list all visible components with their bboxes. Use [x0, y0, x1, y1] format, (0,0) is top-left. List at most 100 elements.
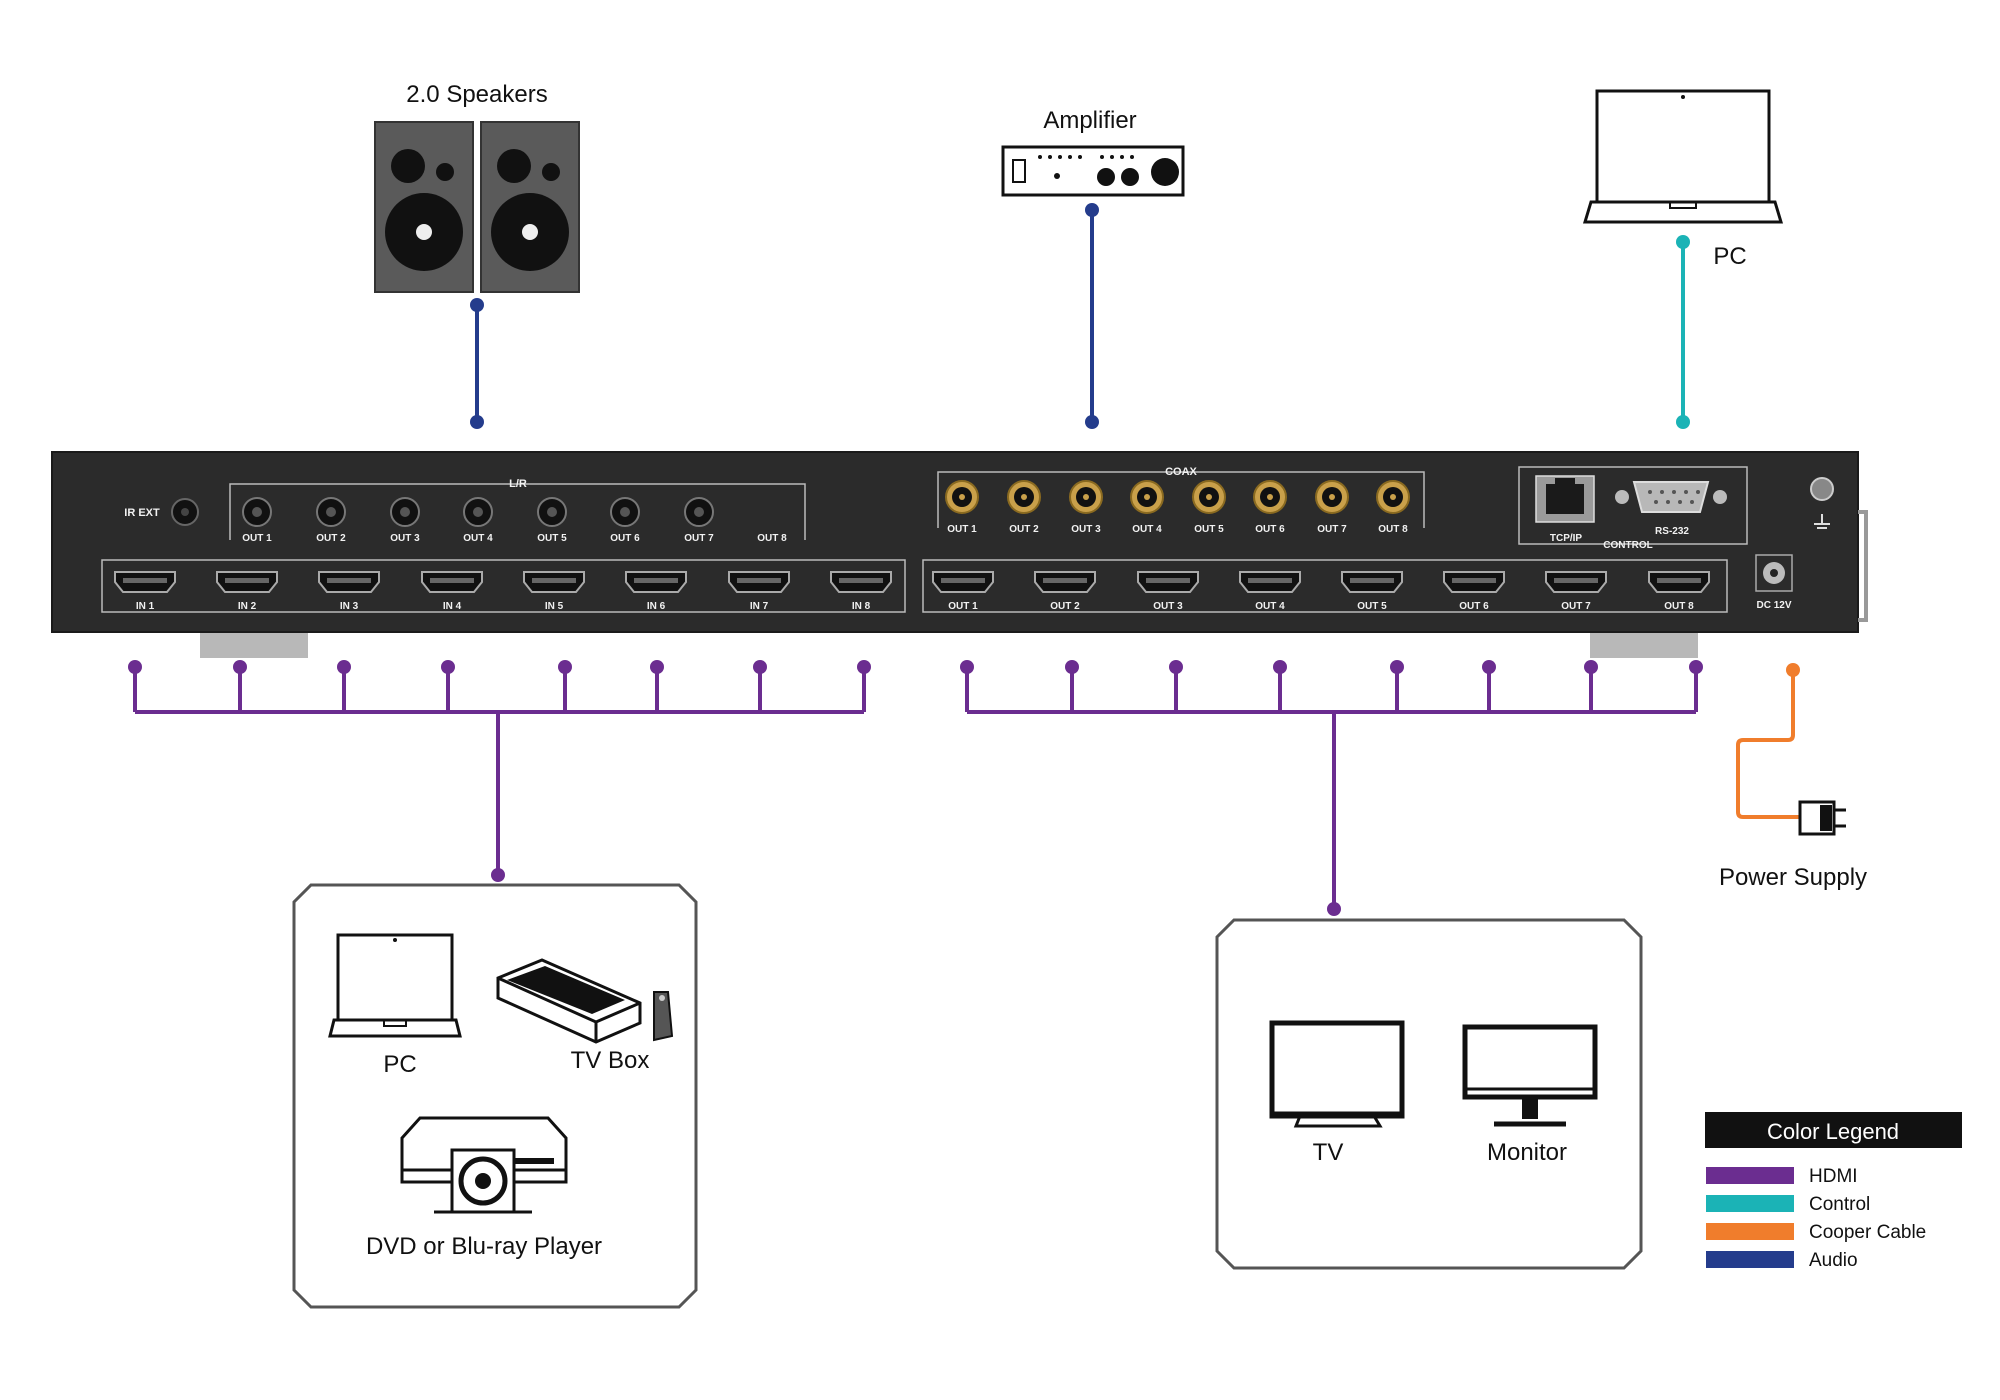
hdmi-connector-dot — [650, 660, 664, 674]
hdmi-connector-dot — [857, 660, 871, 674]
hdmi-out-port-label: OUT 5 — [1357, 601, 1387, 612]
rs232-label: RS-232 — [1655, 526, 1689, 537]
displays-box: TV Monitor — [1215, 918, 1643, 1270]
amplifier-device: Amplifier — [1001, 107, 1185, 197]
hdmi-out-port-label: OUT 8 — [1664, 601, 1694, 612]
legend-swatch — [1706, 1223, 1794, 1240]
coax-outputs: OUT 1 OUT 2 OUT 3 OUT 4 OUT 5 OUT 6 OUT 7 OUT 8 — [945, 480, 1410, 535]
audio-out-label: OUT 3 — [390, 533, 420, 544]
source-dvd-label: DVD or Blu-ray Player — [366, 1233, 602, 1260]
speaker-icon — [374, 121, 580, 293]
hdmi-output-bus — [960, 660, 1703, 916]
legend-title: Color Legend — [1767, 1119, 1899, 1144]
legend-swatch — [1706, 1167, 1794, 1184]
audio-out-label: OUT 5 — [537, 533, 567, 544]
monitor-icon — [1462, 1024, 1598, 1127]
display-monitor-label: Monitor — [1487, 1139, 1567, 1166]
hdmi-out-port-label: OUT 2 — [1050, 601, 1080, 612]
audio-out-label: OUT 8 — [757, 533, 787, 544]
hdmi-connector-dot — [1482, 660, 1496, 674]
tv-box-icon — [496, 958, 674, 1044]
audio-out-label: OUT 7 — [684, 533, 714, 544]
hdmi-in-port-label: IN 4 — [443, 601, 462, 612]
hdmi-out-port-label: OUT 4 — [1255, 601, 1285, 612]
hdmi-out-port-label: OUT 1 — [948, 601, 978, 612]
coax-out-label: OUT 4 — [1132, 524, 1162, 535]
hdmi-in-port-label: IN 7 — [750, 601, 769, 612]
rs232-port — [1615, 481, 1727, 513]
legend-item-label: Audio — [1809, 1250, 1858, 1271]
hdmi-outputs: OUT 1 OUT 2 OUT 3 OUT 4 OUT 5 OUT 6 OUT 7 OUT 8 — [932, 571, 1710, 612]
audio-line-speakers — [470, 298, 484, 429]
speakers-label: 2.0 Speakers — [406, 81, 547, 108]
hdmi-connector-dot — [1390, 660, 1404, 674]
hdmi-in-port-label: IN 1 — [136, 601, 155, 612]
hdmi-in-port-label: IN 2 — [238, 601, 257, 612]
hdmi-in-port-label: IN 3 — [340, 601, 359, 612]
tv-icon — [1269, 1020, 1405, 1128]
coax-out-label: OUT 5 — [1194, 524, 1224, 535]
coax-out-label: OUT 7 — [1317, 524, 1347, 535]
control-label: CONTROL — [1603, 540, 1652, 551]
legend-swatch — [1706, 1251, 1794, 1268]
legend-item-label: HDMI — [1809, 1166, 1858, 1187]
hdmi-out-port-label: OUT 6 — [1459, 601, 1489, 612]
rack-handle — [1858, 510, 1868, 622]
hdmi-connector-dot — [1584, 660, 1598, 674]
source-tvbox-label: TV Box — [571, 1047, 650, 1074]
legend-item-label: Cooper Cable — [1809, 1222, 1926, 1243]
amplifier-icon — [1001, 145, 1185, 197]
audio-out-label: OUT 4 — [463, 533, 493, 544]
coax-out-label: OUT 8 — [1378, 524, 1408, 535]
source-pc-label: PC — [383, 1051, 416, 1078]
hdmi-in-port-label: IN 5 — [545, 601, 564, 612]
audio-line-amplifier — [1085, 203, 1099, 429]
ir-ext-label: IR EXT — [124, 507, 160, 519]
hdmi-connector-dot — [1065, 660, 1079, 674]
coax-out-label: OUT 2 — [1009, 524, 1039, 535]
hdmi-connector-dot — [1689, 660, 1703, 674]
dvd-player-icon — [400, 1116, 568, 1214]
hdmi-connector-dot — [441, 660, 455, 674]
coax-out-label: OUT 1 — [947, 524, 977, 535]
tcpip-label: TCP/IP — [1550, 533, 1583, 544]
coax-out-label: OUT 3 — [1071, 524, 1101, 535]
hdmi-connector-dot — [960, 660, 974, 674]
dc-label: DC 12V — [1756, 600, 1791, 611]
hdmi-input-bus — [128, 660, 871, 882]
lr-audio-outputs: OUT 1 OUT 2 OUT 3 OUT 4 OUT 5 OUT 6 OUT 7 OUT 8 — [242, 497, 787, 544]
hdmi-connector-dot — [1169, 660, 1183, 674]
power-supply-icon — [1798, 800, 1846, 836]
audio-out-label: OUT 6 — [610, 533, 640, 544]
hdmi-connector-dot — [1273, 660, 1287, 674]
power-supply-label: Power Supply — [1719, 864, 1867, 891]
hdmi-out-port-label: OUT 7 — [1561, 601, 1591, 612]
audio-out-label: OUT 2 — [316, 533, 346, 544]
audio-out-label: OUT 1 — [242, 533, 272, 544]
legend-swatch — [1706, 1195, 1794, 1212]
hdmi-connector-dot — [558, 660, 572, 674]
hdmi-out-port-label: OUT 3 — [1153, 601, 1183, 612]
hdmi-connector-dot — [233, 660, 247, 674]
coax-out-label: OUT 6 — [1255, 524, 1285, 535]
legend-item-label: Control — [1809, 1194, 1870, 1215]
display-tv-label: TV — [1313, 1139, 1344, 1166]
pc-top-device: PC — [1582, 89, 1784, 270]
pc-top-label: PC — [1713, 243, 1746, 270]
hdmi-in-port-label: IN 8 — [852, 601, 871, 612]
laptop-icon — [1582, 89, 1784, 224]
lr-label: L/R — [509, 478, 527, 490]
sources-box: PC TV Box DVD or Blu-ray Player — [292, 883, 698, 1309]
legend-header — [1705, 1112, 1962, 1148]
hdmi-in-port-label: IN 6 — [647, 601, 666, 612]
hdmi-inputs: IN 1 IN 2 IN 3 IN 4 IN 5 IN 6 IN 7 IN 8 — [114, 571, 892, 612]
hdmi-connector-dot — [128, 660, 142, 674]
laptop-icon — [328, 933, 462, 1038]
copper-line-power — [1736, 663, 1800, 819]
amplifier-label: Amplifier — [1043, 107, 1136, 134]
hdmi-connector-dot — [753, 660, 767, 674]
hdmi-connector-dot — [337, 660, 351, 674]
